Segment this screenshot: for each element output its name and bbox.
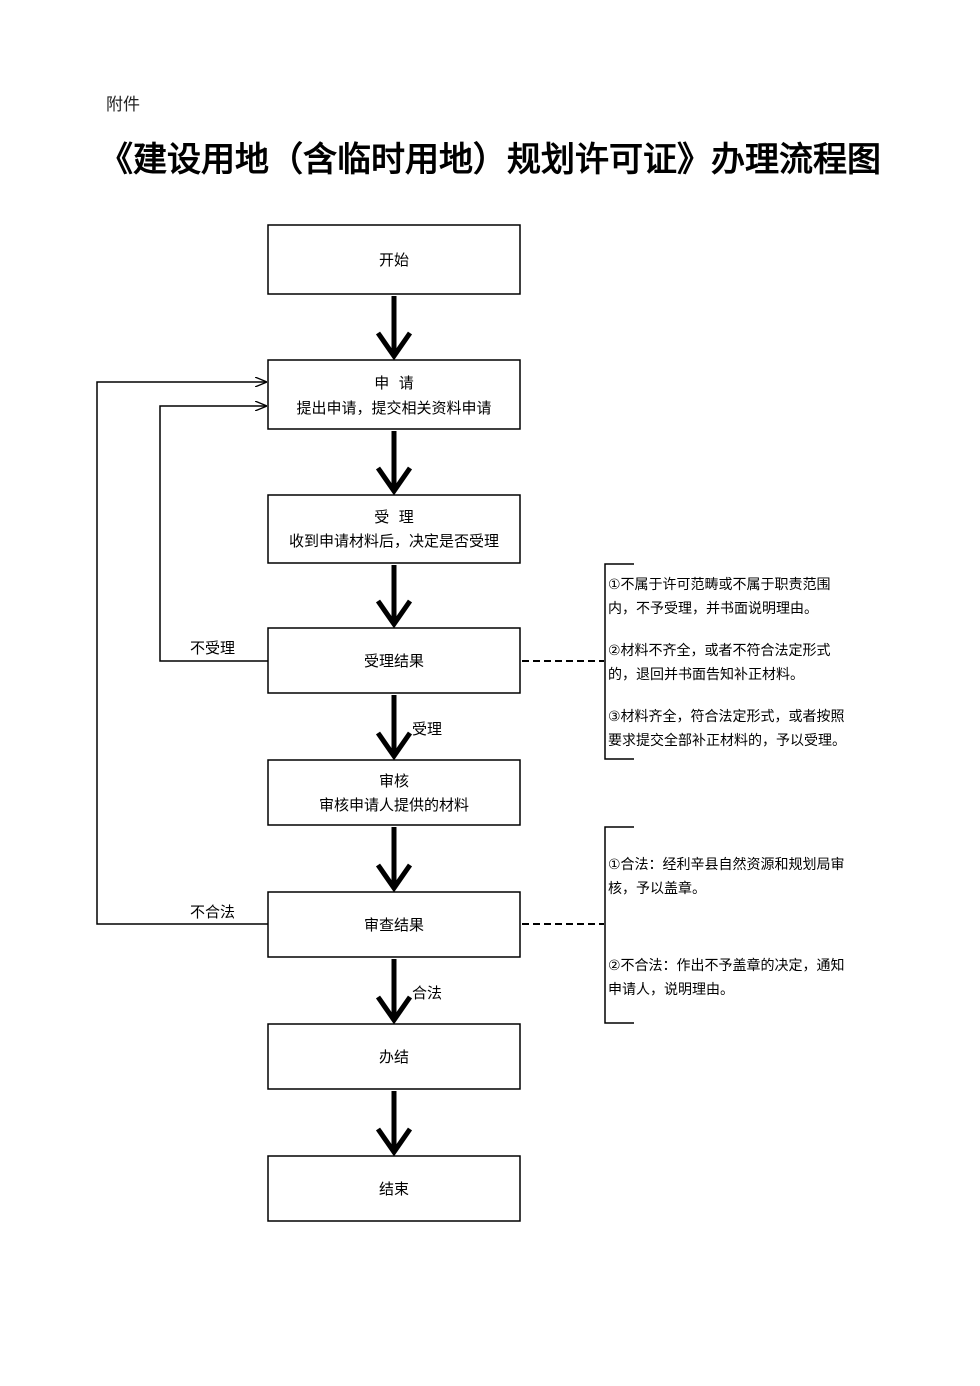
- note-review-item1-line2: 核，予以盖章。: [608, 880, 706, 897]
- note-accept-item2-line2: 的，退回并书面告知补正材料。: [608, 666, 804, 683]
- note-accept-item3-line2: 要求提交全部补正材料的，予以受理。: [608, 732, 846, 749]
- note-accept-item3-line1: ③材料齐全，符合法定形式，或者按照: [608, 708, 845, 725]
- node-start: 开始: [267, 224, 521, 295]
- arrow-start-to-apply: [375, 296, 413, 361]
- note-accept-item2-line1: ②材料不齐全，或者不符合法定形式: [608, 642, 831, 659]
- edge-label-not-legal: 不合法: [190, 903, 235, 921]
- node-review: 审核 审核申请人提供的材料: [267, 759, 521, 826]
- arrow-review-to-result: [375, 827, 413, 893]
- arrow-accept-to-result: [375, 565, 413, 629]
- node-complete-label: 办结: [379, 1048, 409, 1066]
- note-review-result: ①合法：经利辛县自然资源和规划局审 核，予以盖章。 ②不合法：作出不予盖章的决定…: [608, 856, 845, 998]
- node-review-title: 审核: [379, 772, 409, 790]
- node-end: 结束: [267, 1155, 521, 1222]
- edge-label-not-accepted: 不受理: [190, 639, 235, 657]
- note-review-item2-line1: ②不合法：作出不予盖章的决定，通知: [608, 957, 845, 974]
- note-bracket-accept: [604, 563, 634, 760]
- note-bracket-review: [604, 826, 634, 1024]
- edge-label-accepted: 受理: [412, 720, 442, 738]
- node-complete: 办结: [267, 1023, 521, 1090]
- node-accept-result-label: 受理结果: [364, 652, 424, 670]
- note-accept-result: ①不属于许可范畴或不属于职责范围 内，不予受理，并书面说明理由。 ②材料不齐全，…: [608, 576, 846, 749]
- attachment-label: 附件: [106, 95, 140, 115]
- node-review-result-label: 审查结果: [364, 916, 424, 934]
- note-accept-item1-line1: ①不属于许可范畴或不属于职责范围: [608, 576, 831, 593]
- node-accept-title: 受 理: [374, 508, 414, 526]
- loop-not-legal: [96, 382, 268, 925]
- arrow-result-to-review: [375, 695, 413, 761]
- arrow-result-to-complete: [375, 959, 413, 1025]
- note-accept-item1-line2: 内，不予受理，并书面说明理由。: [608, 601, 818, 617]
- node-apply-title: 申 请: [374, 374, 414, 392]
- arrow-complete-to-end: [375, 1091, 413, 1157]
- node-accept-result: 受理结果: [267, 627, 521, 694]
- node-end-label: 结束: [379, 1180, 409, 1198]
- edge-label-legal: 合法: [412, 984, 442, 1002]
- node-apply-desc: 提出申请，提交相关资料申请: [296, 399, 491, 417]
- node-accept-desc: 收到申请材料后，决定是否受理: [289, 532, 499, 550]
- arrow-apply-to-accept: [375, 431, 413, 496]
- node-start-label: 开始: [379, 251, 409, 269]
- node-review-result: 审查结果: [267, 891, 521, 958]
- node-apply: 申 请 提出申请，提交相关资料申请: [267, 359, 521, 430]
- page-title: 《建设用地（含临时用地）规划许可证》办理流程图: [99, 140, 881, 180]
- node-accept: 受 理 收到申请材料后，决定是否受理: [267, 494, 521, 564]
- node-review-desc: 审核申请人提供的材料: [319, 796, 469, 814]
- note-review-item2-line2: 申请人，说明理由。: [608, 982, 734, 998]
- loop-not-accepted: [159, 406, 268, 662]
- note-review-item1-line1: ①合法：经利辛县自然资源和规划局审: [608, 856, 845, 873]
